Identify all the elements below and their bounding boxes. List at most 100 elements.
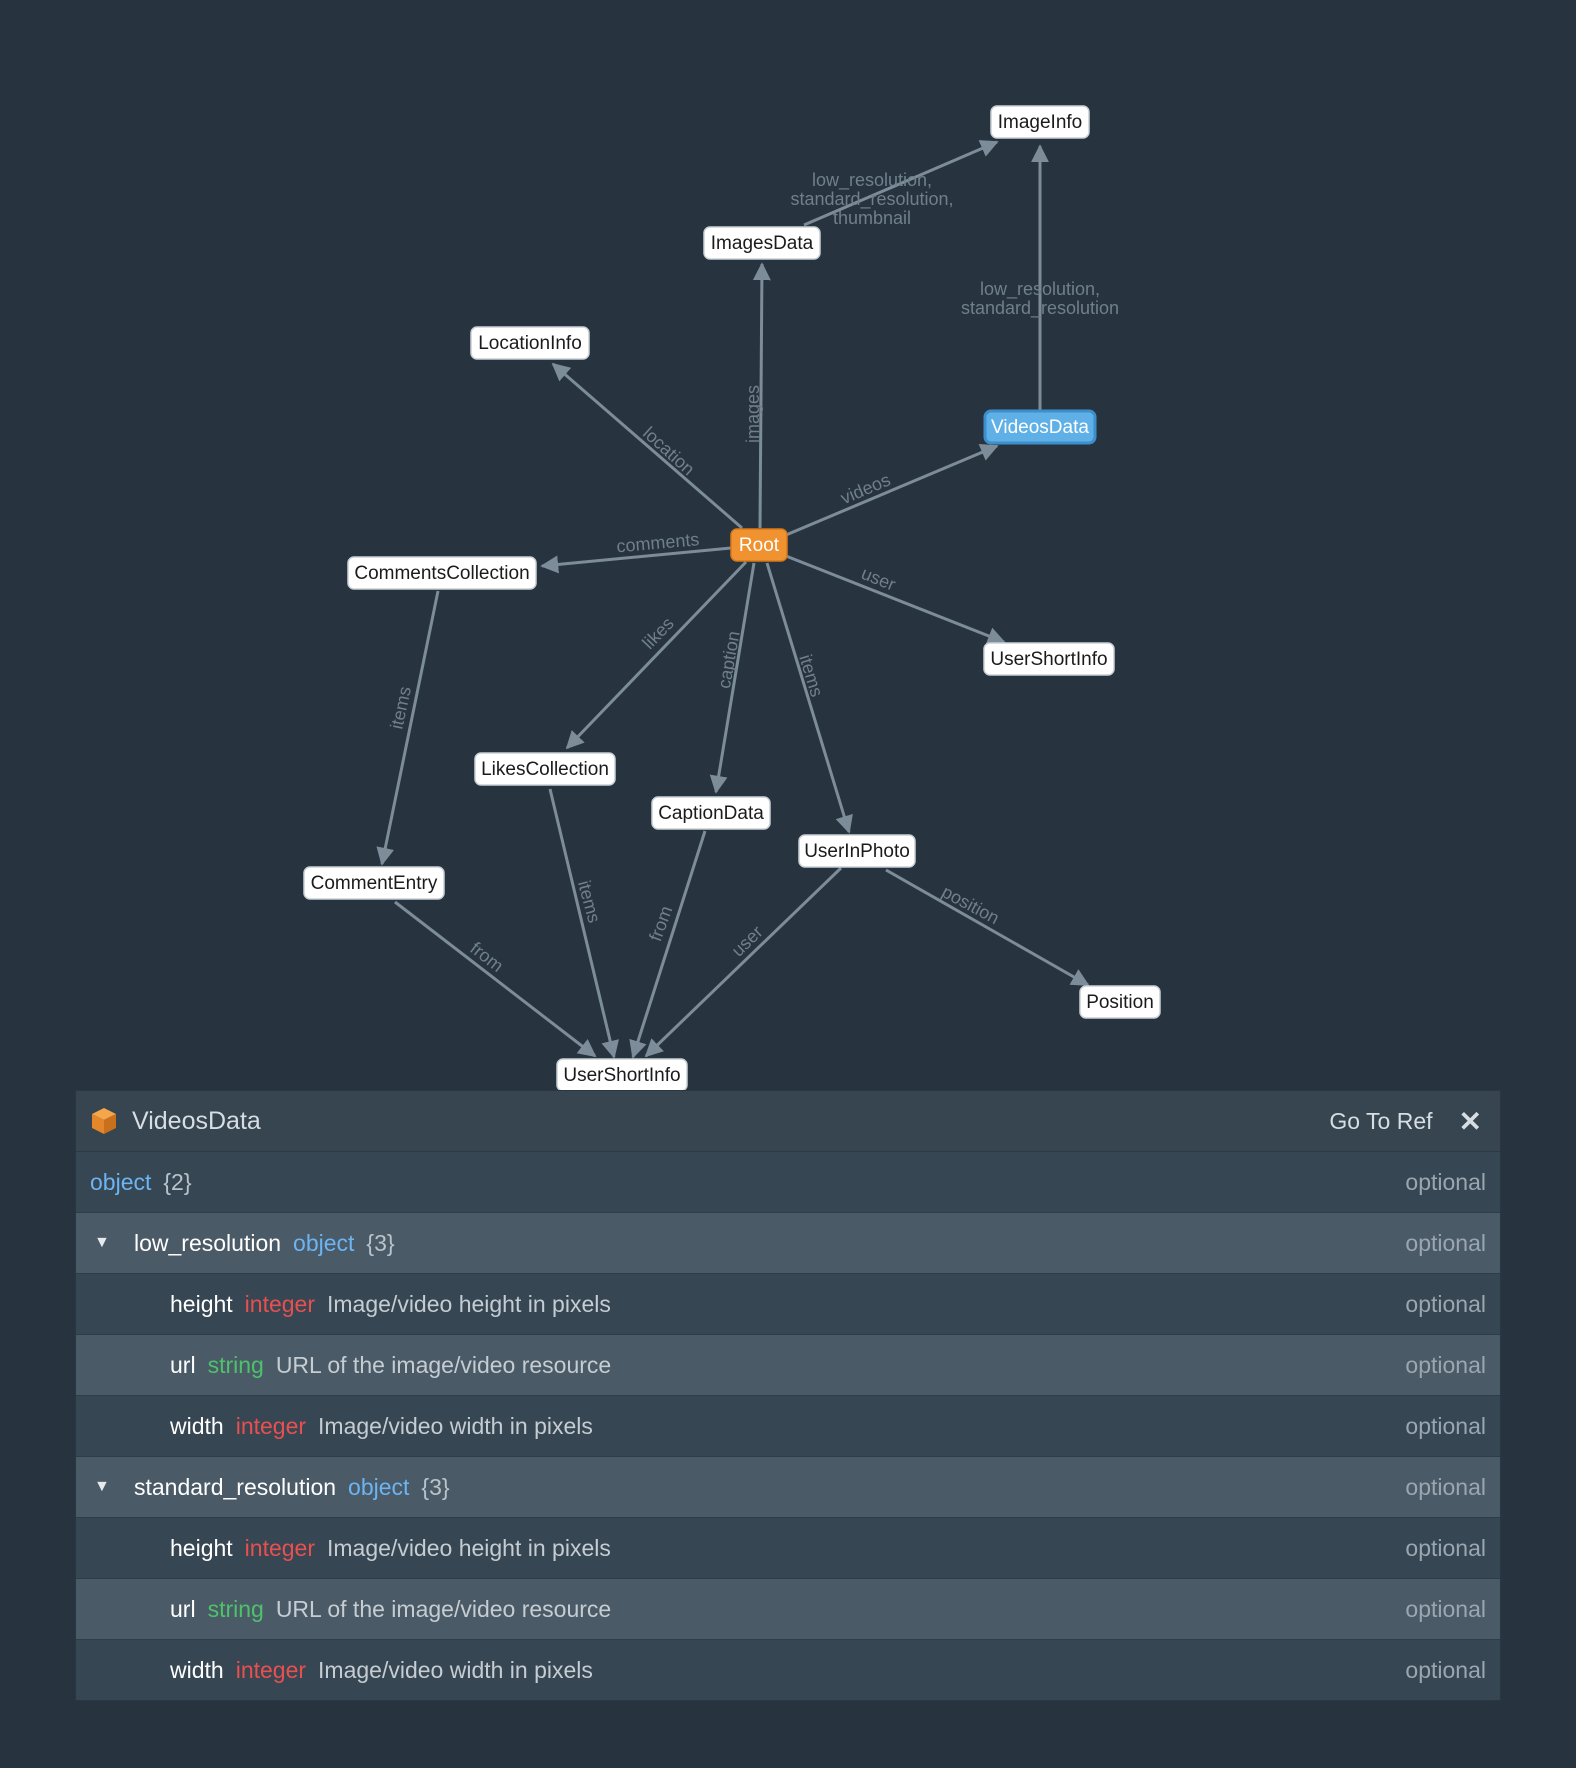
node-commententry[interactable]: CommentEntry [303, 866, 445, 900]
node-label[interactable]: UserShortInfo [990, 649, 1107, 670]
edge-root-locationinfo [551, 362, 743, 530]
type-label: integer [235, 1412, 307, 1439]
edge-root-captiondata [709, 562, 756, 794]
node-box[interactable] [990, 105, 1090, 139]
property-description: URL of the image/video resource [275, 1595, 612, 1622]
property-name: url [170, 1595, 196, 1622]
property-row-standard-resolution[interactable]: ▼ standard_resolution object {3} optiona… [76, 1457, 1500, 1518]
node-likescollection[interactable]: LikesCollection [474, 752, 616, 786]
property-name: standard_resolution [134, 1473, 337, 1500]
edge-label: images [743, 385, 763, 443]
node-box[interactable] [983, 642, 1115, 676]
node-box[interactable] [556, 1058, 688, 1090]
property-row-width: width integer Image/video width in pixel… [76, 1640, 1500, 1700]
node-box[interactable] [1079, 985, 1161, 1019]
node-box[interactable] [651, 796, 771, 830]
type-label: integer [235, 1656, 307, 1683]
go-to-ref-button[interactable]: Go To Ref [1329, 1107, 1433, 1134]
node-label[interactable]: VideosData [991, 417, 1089, 438]
node-usershortinfo_top[interactable]: UserShortInfo [983, 642, 1115, 676]
node-captiondata[interactable]: CaptionData [651, 796, 771, 830]
node-label[interactable]: UserInPhoto [804, 841, 910, 862]
edge-root-usershortinfo_top [785, 554, 1006, 645]
edge-root-videosdata [785, 444, 999, 537]
node-label[interactable]: ImageInfo [998, 112, 1083, 133]
node-label[interactable]: CommentsCollection [354, 563, 529, 584]
node-box[interactable] [470, 326, 590, 360]
root-type-row: object {2} optional [76, 1152, 1500, 1213]
requirement-label: optional [1405, 1473, 1486, 1500]
type-label: object [348, 1473, 410, 1500]
property-row-low-resolution[interactable]: ▼ low_resolution object {3} optional [76, 1213, 1500, 1274]
property-description: Image/video width in pixels [318, 1656, 593, 1683]
type-label: integer [244, 1534, 315, 1561]
node-label[interactable]: Root [739, 535, 780, 556]
close-icon[interactable]: ✕ [1458, 1105, 1482, 1137]
property-row-height: height integer Image/video height in pix… [76, 1518, 1500, 1579]
edge-label: items [574, 878, 604, 925]
node-box[interactable] [730, 528, 788, 562]
edge-label: from [466, 938, 507, 976]
property-description: Image/video height in pixels [327, 1290, 611, 1317]
node-commentscollection[interactable]: CommentsCollection [347, 556, 537, 590]
property-count: {2} [163, 1168, 192, 1195]
node-label[interactable]: UserShortInfo [563, 1065, 680, 1086]
property-row-height: height integer Image/video height in pix… [76, 1274, 1500, 1335]
node-label[interactable]: CaptionData [658, 803, 764, 824]
type-label: object [293, 1229, 355, 1256]
edge-label: standard_resolution [961, 298, 1119, 319]
property-row-url: url string URL of the image/video resour… [76, 1335, 1500, 1396]
node-box[interactable] [798, 834, 916, 868]
detail-panel: VideosData Go To Ref ✕ object {2} option… [75, 1090, 1501, 1701]
caret-down-icon[interactable]: ▼ [94, 1234, 110, 1251]
requirement-label: optional [1405, 1656, 1486, 1683]
edge-label: low_resolution, [812, 170, 932, 191]
node-box[interactable] [703, 226, 821, 260]
node-label[interactable]: CommentEntry [311, 873, 438, 894]
node-box[interactable] [347, 556, 537, 590]
requirement-label: optional [1405, 1290, 1486, 1317]
property-description: Image/video height in pixels [327, 1534, 611, 1561]
cube-icon [92, 1108, 116, 1134]
panel-title: VideosData [132, 1106, 261, 1135]
node-videosdata[interactable]: VideosData [983, 409, 1097, 445]
node-locationinfo[interactable]: LocationInfo [470, 326, 590, 360]
property-name: width [170, 1412, 224, 1439]
property-row-url: url string URL of the image/video resour… [76, 1579, 1500, 1640]
node-box[interactable] [474, 752, 616, 786]
node-label[interactable]: LocationInfo [478, 333, 582, 354]
edge-likescollection-usershortinfo_bottom [548, 788, 619, 1059]
property-row-width: width integer Image/video width in pixel… [76, 1396, 1500, 1457]
node-userinphoto[interactable]: UserInPhoto [798, 834, 916, 868]
edge-root-likescollection [565, 560, 748, 750]
requirement-label: optional [1405, 1229, 1486, 1256]
property-description: URL of the image/video resource [275, 1351, 612, 1378]
type-label: string [207, 1595, 264, 1622]
panel-header: VideosData Go To Ref ✕ [76, 1091, 1500, 1152]
node-usershortinfo_bottom[interactable]: UserShortInfo [556, 1058, 688, 1090]
node-label[interactable]: ImagesData [711, 233, 814, 254]
property-name: low_resolution [134, 1229, 282, 1256]
edge-label: user [858, 563, 898, 595]
property-name: url [170, 1351, 196, 1378]
caret-down-icon[interactable]: ▼ [94, 1478, 110, 1495]
property-name: height [170, 1290, 233, 1317]
node-root[interactable]: Root [730, 528, 788, 562]
node-imageinfo[interactable]: ImageInfo [990, 105, 1090, 139]
node-position[interactable]: Position [1079, 985, 1161, 1019]
node-box[interactable] [303, 866, 445, 900]
requirement-label: optional [1405, 1351, 1486, 1378]
edge-label: likes [638, 613, 677, 653]
type-label: object [90, 1168, 152, 1195]
edge-userinphoto-position [885, 868, 1090, 987]
node-box[interactable] [983, 409, 1097, 445]
requirement-label: optional [1405, 1168, 1486, 1195]
edge-root-imagesdata [752, 262, 771, 529]
edge-root-commentscollection [540, 546, 732, 574]
property-description: Image/video width in pixels [318, 1412, 593, 1439]
node-label[interactable]: LikesCollection [481, 759, 609, 780]
requirement-label: optional [1405, 1412, 1486, 1439]
node-imagesdata[interactable]: ImagesData [703, 226, 821, 260]
node-label[interactable]: Position [1086, 992, 1154, 1013]
